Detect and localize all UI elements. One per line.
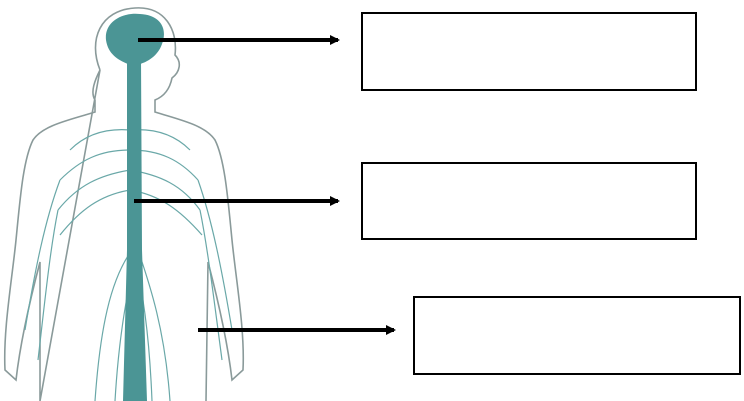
label-box-brain[interactable] [361, 12, 697, 91]
spinal-cord-shape [123, 58, 147, 401]
label-box-nerves[interactable] [413, 296, 741, 375]
label-box-spinal-cord[interactable] [361, 162, 697, 240]
